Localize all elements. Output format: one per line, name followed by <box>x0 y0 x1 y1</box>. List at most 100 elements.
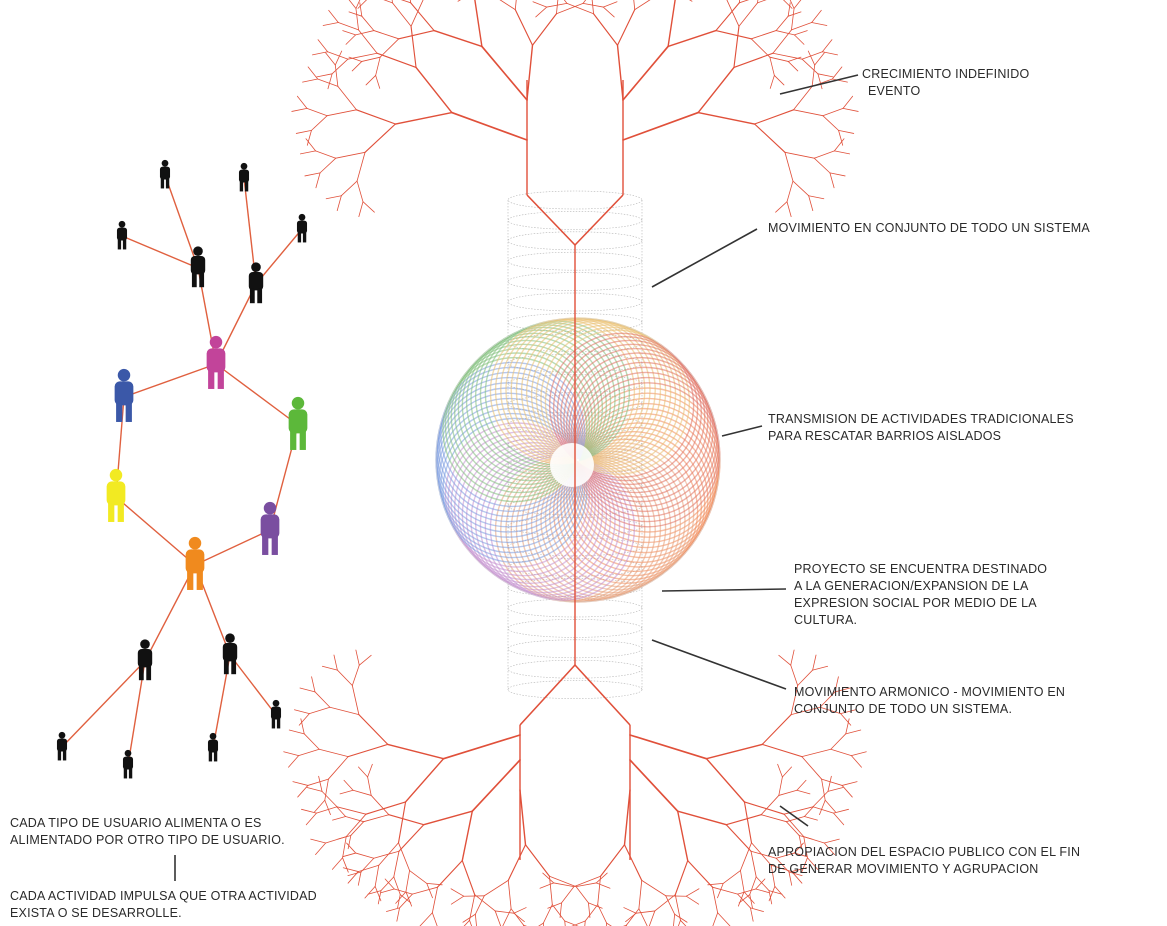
tree-branch <box>638 879 643 910</box>
tree-branch <box>784 151 794 182</box>
tree-branch <box>328 9 339 23</box>
sphere-ring <box>470 447 616 594</box>
tree-branch <box>336 669 353 686</box>
tree-branch <box>306 129 312 146</box>
tree-branch <box>717 912 731 926</box>
tree-branch <box>801 51 823 60</box>
person-body <box>260 514 280 539</box>
cylinder-ring <box>507 639 643 659</box>
tree-branch <box>738 2 758 27</box>
tree-branch <box>410 2 435 32</box>
tree-branch <box>318 748 349 758</box>
tree-branch <box>321 665 338 671</box>
tree-branch <box>633 0 636 11</box>
tree-branch <box>317 78 339 87</box>
tree-branch <box>798 835 803 850</box>
tree-branch <box>352 789 372 796</box>
tree-branch <box>373 850 400 859</box>
tree-branch <box>819 706 842 715</box>
tree-branch <box>461 810 473 862</box>
tree-branch <box>804 806 814 817</box>
tree-branch <box>397 894 401 909</box>
tree-branch <box>342 857 349 873</box>
tree-branch <box>355 852 375 859</box>
tree-branch <box>361 56 381 62</box>
tree-branch <box>773 75 785 86</box>
sphere-ring <box>530 322 677 468</box>
tree-branch <box>725 814 762 826</box>
tree-branch <box>335 151 366 159</box>
tree-branch <box>770 864 793 872</box>
person-icon <box>222 633 238 675</box>
tree-branch <box>808 195 825 200</box>
tree-branch <box>575 886 589 904</box>
tree-branch <box>374 886 382 902</box>
tree-branch <box>362 201 375 213</box>
annotation-line: A LA GENERACION/EXPANSION DE LA <box>794 579 1029 593</box>
tree-branch <box>783 806 814 815</box>
tree-branch <box>626 908 640 926</box>
tree-branch <box>462 913 476 923</box>
tree-branch <box>339 789 354 795</box>
tree-branch <box>595 872 608 884</box>
tree-branch <box>357 871 362 886</box>
annotation-line: CRECIMIENTO INDEFINIDO <box>862 67 1030 81</box>
tree-branch <box>340 180 358 197</box>
person-leg <box>117 239 122 250</box>
tree-branch <box>319 157 337 174</box>
tree-branch <box>347 743 389 758</box>
tree-branch <box>749 894 753 909</box>
tree-branch <box>821 778 843 786</box>
person-leg <box>117 503 124 522</box>
tree-branch <box>342 30 357 36</box>
tree-branch <box>811 9 822 23</box>
tree-branch <box>775 15 789 31</box>
tree-branch <box>788 871 793 886</box>
tree-branch <box>317 39 329 53</box>
tree-branch <box>761 743 803 758</box>
person-leg <box>262 536 269 555</box>
tree-branch <box>740 870 745 893</box>
tree-branch <box>595 882 611 889</box>
tree-branch <box>345 34 357 45</box>
tree-branch <box>674 860 689 896</box>
person-icon <box>296 213 308 243</box>
annotation-user-types: CADA TIPO DE USUARIO ALIMENTA O ES ALIME… <box>10 815 285 849</box>
tree-branch <box>526 44 534 101</box>
person-head <box>251 262 261 272</box>
tree-branch <box>811 64 816 87</box>
annotation-line: MOVIMIENTO EN CONJUNTO DE TODO UN SISTEM… <box>768 221 1090 235</box>
person-leg <box>257 288 263 304</box>
tree-branch <box>307 778 329 786</box>
sphere-ring <box>447 347 593 494</box>
tree-branch <box>807 857 819 870</box>
tree-branch <box>404 757 445 803</box>
tree-branch <box>697 66 735 114</box>
tree-branch <box>334 64 339 87</box>
tree-branch <box>546 3 568 8</box>
tree-branch <box>726 0 740 27</box>
tree-branch <box>821 51 838 56</box>
tree-branch <box>327 51 349 60</box>
network-link <box>215 363 299 426</box>
tree-branch <box>305 812 317 826</box>
tree-branch <box>364 886 376 899</box>
tree-branch <box>738 0 750 4</box>
tree-branch <box>549 875 577 888</box>
tree-branch <box>674 894 681 921</box>
leader-line <box>779 74 859 95</box>
person-body <box>248 272 264 291</box>
tree-branch <box>623 789 631 846</box>
tree-branch <box>760 814 787 823</box>
person-leg <box>146 665 152 681</box>
tree-branch <box>326 109 357 117</box>
tree-branch <box>629 759 679 813</box>
tree-branch <box>481 45 528 101</box>
network-link <box>123 363 217 398</box>
annotation-line: CULTURA. <box>794 613 858 627</box>
tree-branch <box>831 66 843 80</box>
sphere-ring <box>540 326 686 473</box>
tree-branch <box>345 813 367 838</box>
tree-branch <box>830 733 847 750</box>
network-link <box>115 496 196 566</box>
